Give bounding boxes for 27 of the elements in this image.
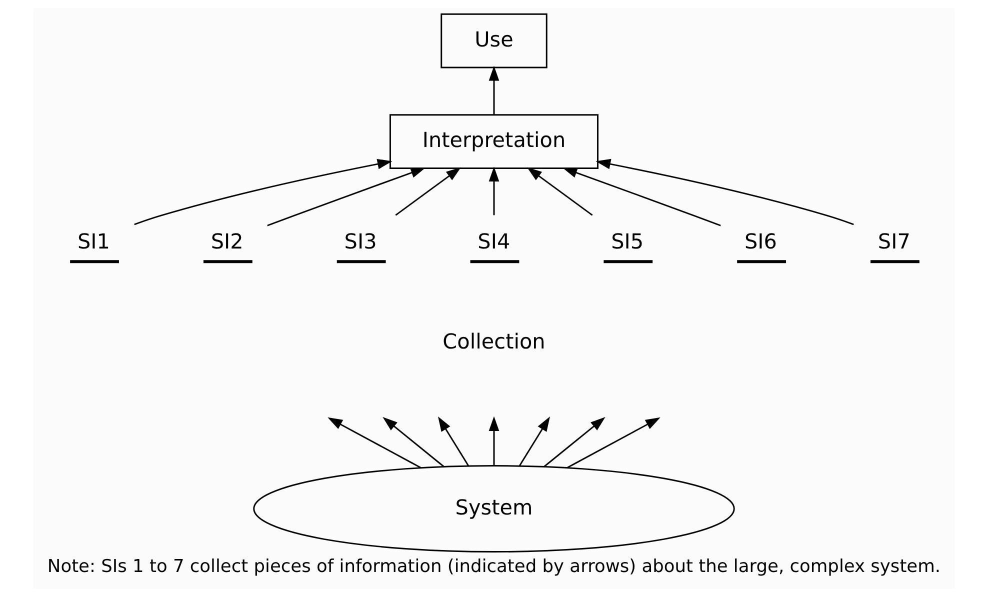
node-text: SI2 [210,230,244,254]
arrow [438,416,470,466]
arrow [382,417,444,468]
arrow [566,417,660,468]
node-text: SI4 [478,230,510,254]
label: Collection [442,330,546,354]
arrow [544,417,606,468]
arrow [488,66,500,114]
arrow [596,158,854,226]
caption: Note: SIs 1 to 7 collect pieces of information (indicated by arrows) about the large, complex system. [47,556,941,577]
arrow [527,167,593,216]
node-text: SI5 [611,230,644,254]
arrow [488,416,500,466]
node-text: SI7 [878,230,910,254]
arrow [518,416,550,466]
arrow [267,168,426,226]
arrow [134,158,392,226]
arrow [395,167,461,216]
node-ellipse: System [253,465,735,552]
node-box: Interpretation [390,114,598,169]
node-text: SI6 [744,230,778,254]
arrow [562,168,721,226]
node-text: SI3 [344,230,377,254]
arrow [488,166,500,216]
node-text: SI1 [77,230,110,254]
arrow [328,417,422,468]
node-box: Use [440,13,548,68]
